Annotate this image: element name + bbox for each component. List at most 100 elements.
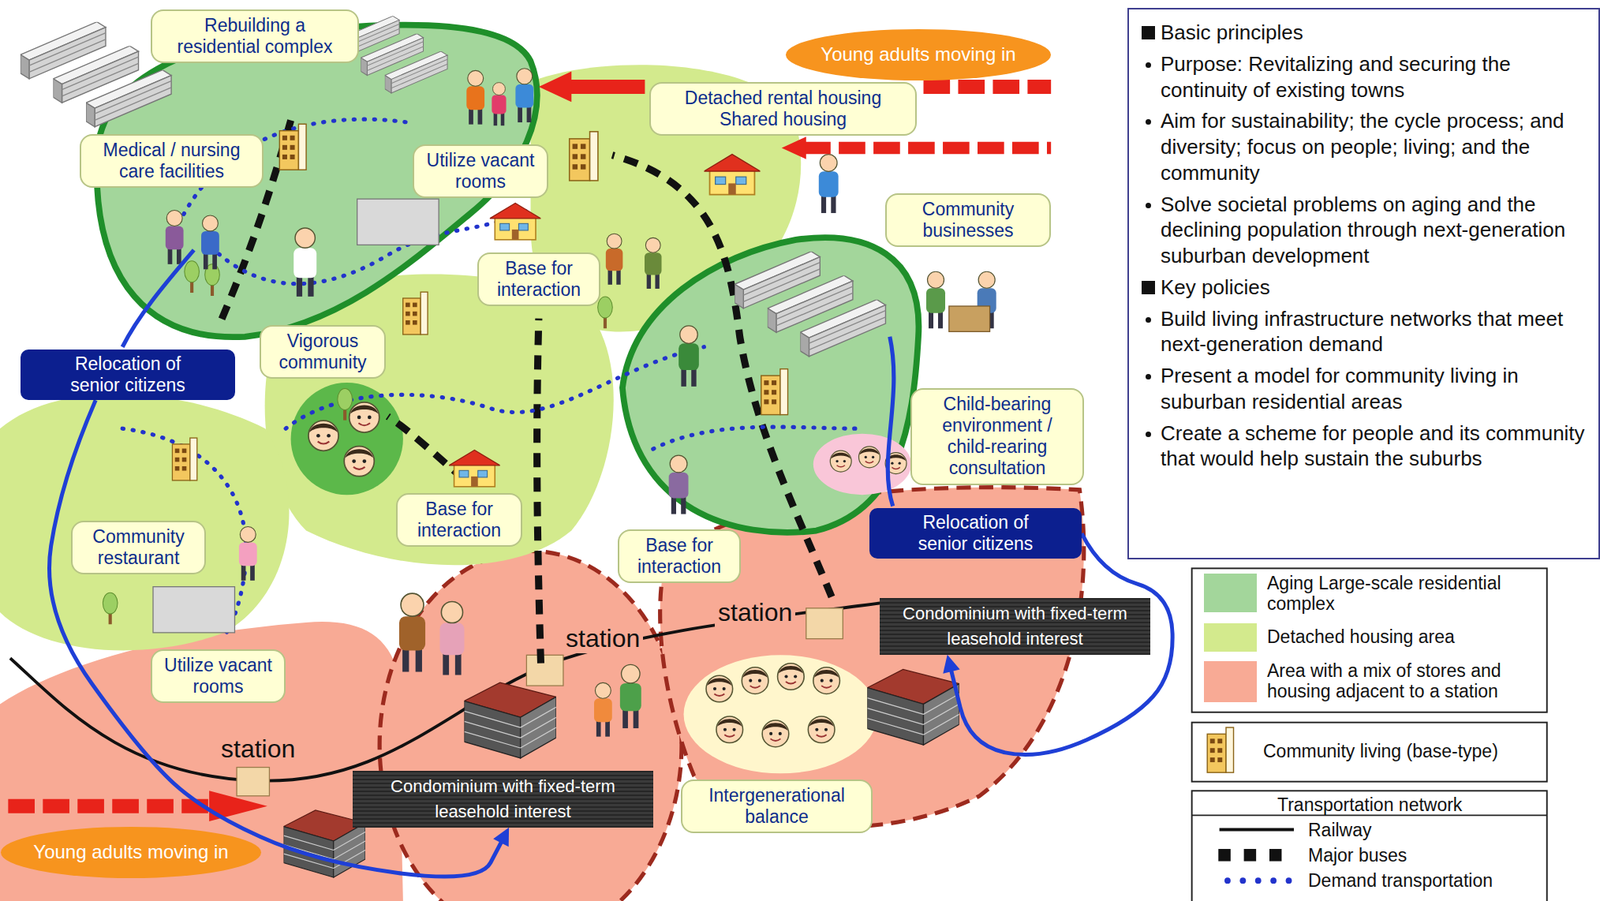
inflow-arrow-head (538, 71, 572, 103)
legend-frames (1192, 568, 1548, 901)
legend-text: Demand transportation (1308, 870, 1538, 891)
condominium-label: Condominium with fixed-term leasehold in… (879, 598, 1151, 655)
station-icon (806, 608, 844, 640)
callout-box: Detached rental housingShared housing (649, 82, 917, 136)
bus-routes (219, 120, 832, 664)
face (813, 667, 841, 695)
callout-box: Intergenerational balance (680, 779, 873, 834)
person (165, 210, 184, 265)
demand-dot (1255, 877, 1262, 884)
legend-text: Aging Large-scale residential complex (1267, 572, 1541, 615)
apartment-blocks (20, 22, 172, 128)
inflow-arrow-head (781, 136, 807, 159)
person (669, 455, 689, 514)
node-text: Rebuilding a residential complex (170, 14, 341, 58)
relocation-box: Relocation of senior citizens (20, 349, 236, 400)
community-building (279, 123, 307, 170)
person (515, 68, 534, 123)
community-building (403, 291, 428, 335)
legend-text: Railway (1308, 819, 1538, 841)
legend-swatch (1203, 661, 1257, 703)
legend-text: Major buses (1308, 844, 1538, 866)
bus-route (537, 318, 542, 664)
station-label: station (562, 624, 643, 654)
person (201, 215, 220, 270)
person (399, 593, 426, 672)
face (829, 450, 852, 472)
arrow-head (493, 827, 509, 848)
relocation-lead-lines (122, 250, 894, 507)
heading-item: Key policies (1140, 274, 1591, 301)
square-marker (1141, 280, 1156, 295)
node-text: Purpose: Revitalizing and securing the c… (1160, 51, 1591, 104)
face (858, 446, 880, 468)
bullet-item: Purpose: Revitalizing and securing the c… (1140, 51, 1591, 104)
legend-text: Detached housing area (1267, 626, 1541, 647)
legend-building-sample (1207, 727, 1234, 773)
inflow-arrows (7, 71, 1051, 823)
relocation-box: Relocation of senior citizens (869, 508, 1082, 559)
tree (598, 296, 614, 329)
callout-box: Community restaurant (71, 520, 206, 575)
node-text: Build living infrastructure networks tha… (1160, 306, 1591, 359)
person (594, 682, 613, 737)
bus-route (612, 155, 832, 598)
relocation-line (887, 336, 894, 507)
node-text: Key policies (1160, 274, 1591, 301)
inflow-arrow (7, 799, 210, 814)
callout-box: Base for interaction (617, 529, 741, 584)
legend-text: Community living (base-type) (1263, 740, 1541, 762)
callout-box: Rebuilding a residential complex (150, 9, 359, 64)
community-building (569, 131, 599, 181)
node-text: Basic principles (1160, 19, 1591, 46)
people (165, 68, 997, 748)
detached-area (0, 393, 290, 651)
station-label: station (217, 734, 299, 764)
demand-dot (1285, 877, 1293, 884)
bullet-item: Create a scheme for people and its commu… (1140, 420, 1591, 473)
bus-route (387, 416, 464, 480)
demand-dot (1270, 877, 1277, 884)
tree (184, 261, 200, 293)
bullet-item: Build living infrastructure networks tha… (1140, 306, 1591, 359)
node-text: Base for interaction (628, 534, 731, 578)
demand-dot (1239, 877, 1246, 884)
node-text: Solve societal problems on aging and the… (1160, 191, 1591, 270)
inflow-arrow (803, 142, 1051, 155)
node-text: Intergenerational balance (698, 785, 857, 828)
callout-box: Child-bearing environment / child-rearin… (910, 388, 1085, 486)
residential-complex-areas (96, 25, 919, 533)
node-text: Present a model for community living in … (1160, 362, 1591, 415)
railway-sample (1219, 828, 1294, 832)
bus-sample (1218, 848, 1282, 862)
house (448, 449, 501, 486)
face (716, 716, 744, 744)
node-text: Relocation of senior citizens (55, 353, 201, 397)
station-label: station (714, 598, 796, 628)
condominium (867, 669, 959, 745)
callout-box: Utilize vacant rooms (150, 649, 286, 703)
callout-box: Base for interaction (396, 493, 523, 547)
node-text: Utilize vacant rooms (155, 654, 282, 698)
condominium-label: Condominium with fixed-term leasehold in… (352, 770, 654, 828)
face (807, 716, 835, 744)
legend-swatch (1203, 623, 1257, 652)
demand-route (653, 426, 858, 449)
generations-circle (684, 654, 879, 774)
node-text: Medical / nursing care facilities (94, 139, 249, 183)
callout-box: Vigorous community (259, 325, 386, 379)
node-text: Base for interaction (487, 257, 591, 301)
node-text: Aim for sustainability; the cycle proces… (1160, 108, 1591, 186)
arrow-head (942, 654, 960, 674)
person (605, 233, 624, 285)
person (818, 154, 839, 214)
bullet-dot (1145, 317, 1152, 323)
inflow-arrow (923, 79, 1051, 94)
square-marker (1141, 26, 1156, 40)
heading-item: Basic principles (1140, 19, 1591, 46)
person (620, 664, 642, 729)
node-text: Create a scheme for people and its commu… (1160, 420, 1591, 473)
tree (102, 592, 118, 625)
node-text: Shared housing (665, 108, 902, 131)
bullet-dot (1145, 373, 1152, 380)
